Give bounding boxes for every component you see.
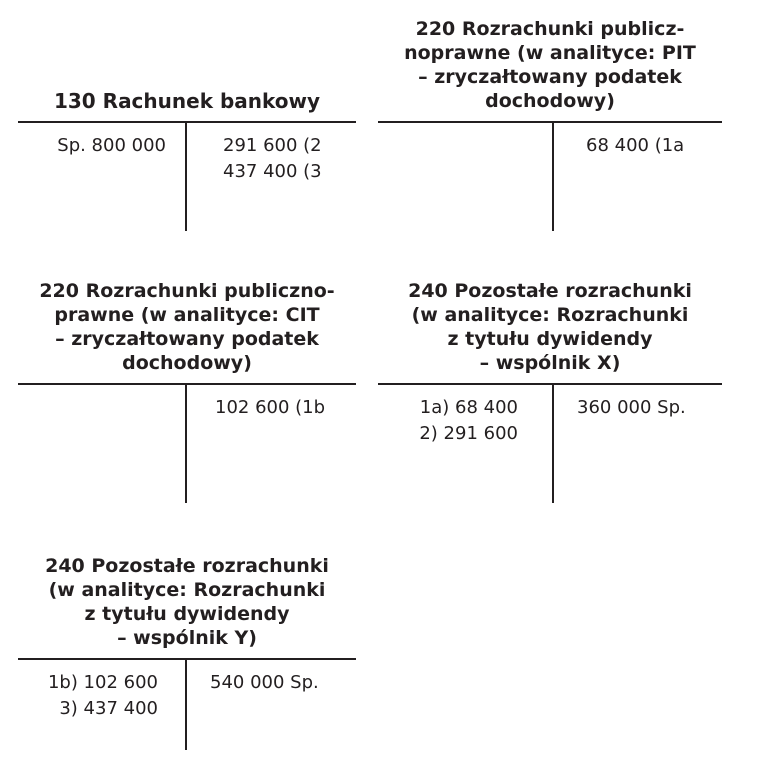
account-title-line: – zryczałtowany podatek [418, 66, 682, 88]
credit-side: 291 600 (2 437 400 (3 [223, 133, 348, 185]
account-title-line: prawne (w analityce: CIT [54, 304, 320, 326]
account-title-line: 220 Rozrachunki publiczno- [39, 280, 335, 302]
account-title-line: z tytułu dywidendy [84, 603, 290, 625]
account-title-line: z tytułu dywidendy [447, 328, 653, 350]
debit-side: 1a) 68 400 2) 291 600 [378, 395, 518, 447]
credit-side: 68 400 (1a [586, 133, 711, 159]
credit-side: 540 000 Sp. [210, 670, 350, 696]
account-horizontal-line [378, 383, 722, 385]
credit-side: 360 000 Sp. [577, 395, 717, 421]
t-account-130-bank: 130 Rachunek bankowy Sp. 800 000 291 600… [18, 89, 356, 231]
debit-entry: 3) 437 400 [59, 698, 158, 719]
credit-entry: 68 400 (1a [586, 135, 685, 156]
account-title-line: dochodowy) [485, 90, 615, 112]
t-account-220-cit: 220 Rozrachunki publiczno- prawne (w ana… [18, 280, 356, 503]
account-title: 240 Pozostałe rozrachunki (w analityce: … [18, 554, 356, 650]
t-account-220-pit: 220 Rozrachunki publicz- noprawne (w ana… [378, 18, 722, 231]
account-title-line: 240 Pozostałe rozrachunki [408, 280, 692, 302]
account-horizontal-line [18, 383, 356, 385]
account-horizontal-line [18, 121, 356, 123]
account-title-line: 240 Pozostałe rozrachunki [45, 555, 329, 577]
credit-side: 102 600 (1b [215, 395, 350, 421]
account-title: 220 Rozrachunki publicz- noprawne (w ana… [378, 17, 722, 113]
account-title-line: – wspólnik X) [479, 352, 621, 374]
account-title-line: (w analityce: Rozrachunki [411, 304, 689, 326]
account-title-line: noprawne (w analityce: PIT [404, 42, 696, 64]
credit-entry: 102 600 (1b [215, 397, 326, 418]
credit-entry: 437 400 (3 [223, 161, 322, 182]
credit-entry: 540 000 Sp. [210, 672, 319, 693]
debit-entry: 1b) 102 600 [47, 672, 158, 693]
account-title-line: – wspólnik Y) [117, 627, 257, 649]
account-vertical-line [185, 121, 187, 231]
account-title-line: 130 Rachunek bankowy [53, 89, 321, 113]
account-title: 130 Rachunek bankowy [18, 89, 356, 113]
credit-entry: 360 000 Sp. [577, 397, 686, 418]
account-vertical-line [185, 658, 187, 750]
account-title-line: – zryczałtowany podatek [55, 328, 319, 350]
account-vertical-line [552, 121, 554, 231]
account-title-line: (w analityce: Rozrachunki [48, 579, 326, 601]
account-title: 220 Rozrachunki publiczno- prawne (w ana… [18, 279, 356, 375]
debit-entry: Sp. 800 000 [57, 135, 166, 156]
account-horizontal-line [378, 121, 722, 123]
t-account-240-partner-y: 240 Pozostałe rozrachunki (w analityce: … [18, 555, 356, 750]
account-title-line: 220 Rozrachunki publicz- [415, 18, 685, 40]
credit-entry: 291 600 (2 [223, 135, 322, 156]
account-vertical-line [552, 383, 554, 503]
account-title-line: dochodowy) [122, 352, 252, 374]
debit-side: Sp. 800 000 [18, 133, 166, 159]
account-title: 240 Pozostałe rozrachunki (w analityce: … [378, 279, 722, 375]
t-account-240-partner-x: 240 Pozostałe rozrachunki (w analityce: … [378, 280, 722, 503]
account-vertical-line [185, 383, 187, 503]
debit-entry: 2) 291 600 [419, 423, 518, 444]
account-horizontal-line [18, 658, 356, 660]
debit-side: 1b) 102 600 3) 437 400 [18, 670, 158, 722]
debit-entry: 1a) 68 400 [419, 397, 518, 418]
